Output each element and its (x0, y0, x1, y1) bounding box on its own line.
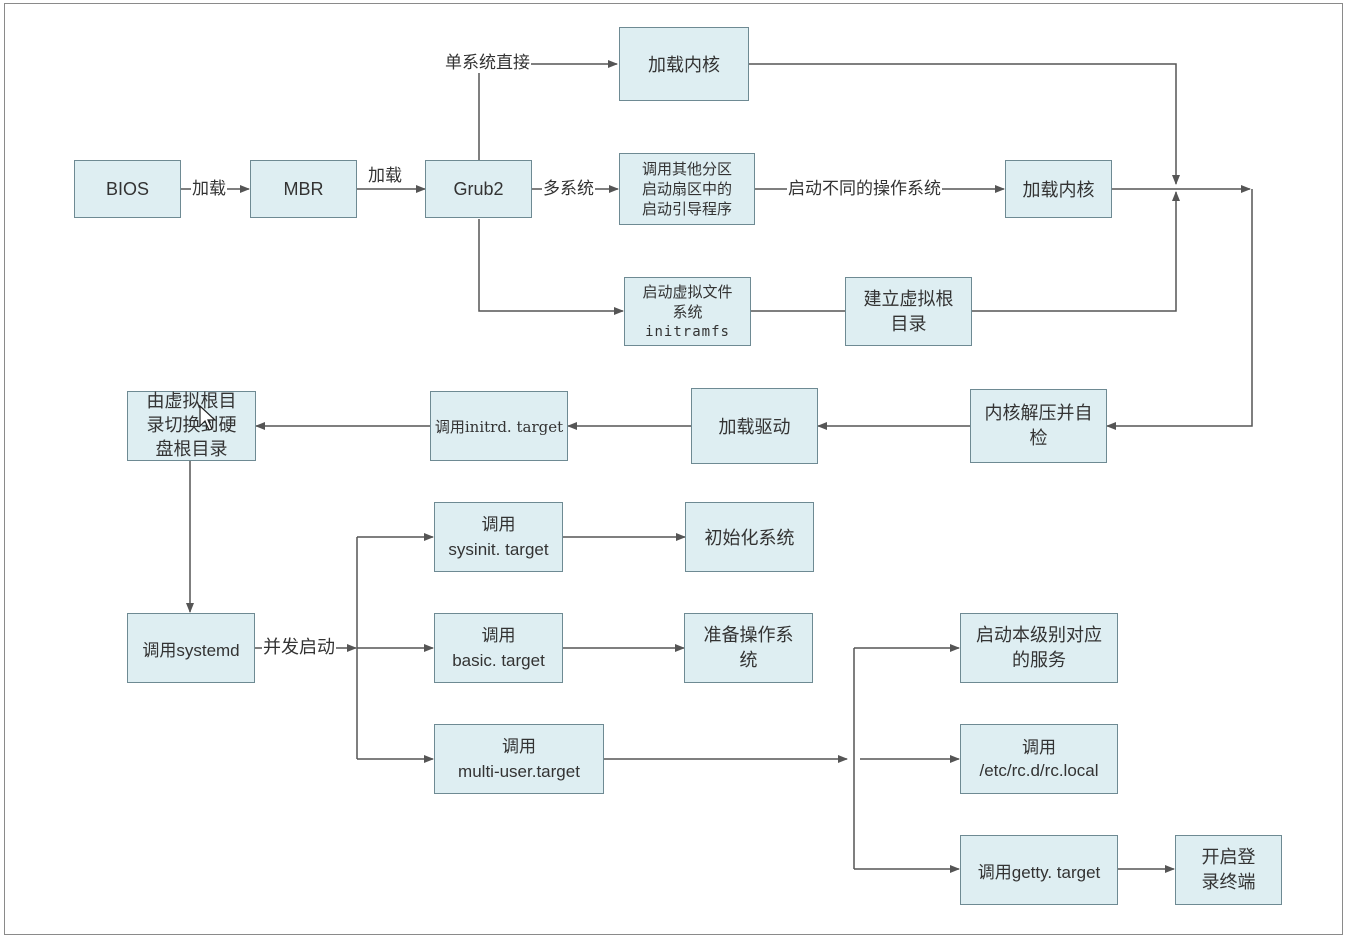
node-start-virtual-fs-line1: 启动虚拟文件 (642, 282, 733, 301)
node-build-virtual-root-line2: 目录 (890, 313, 927, 335)
label-multi-system: 多系统 (542, 179, 595, 199)
node-call-initrd-text: 调用initrd. target (434, 417, 564, 436)
node-call-systemd-text: 调用systemd (142, 640, 240, 660)
node-mbr: MBR (250, 160, 357, 218)
node-prepare-os-line1: 准备操作系 (703, 625, 794, 646)
node-kernel-decompress: 内核解压并自 检 (970, 389, 1107, 463)
edge-kernel-top-merge (749, 63, 1180, 185)
edge-to-decompress (1106, 189, 1253, 430)
node-open-login-line1: 开启登 (1201, 847, 1256, 868)
edge-grub-single (478, 60, 618, 160)
node-call-multiuser-line2: multi-user.target (458, 762, 580, 781)
label-bios-to-mbr: 加载 (191, 179, 227, 199)
node-bios: BIOS (74, 160, 181, 218)
node-start-virtual-fs: 启动虚拟文件 系统 initramfs (624, 277, 751, 346)
node-load-kernel-mid: 加载内核 (1005, 160, 1112, 218)
node-switch-root-line2: 录切换到硬 (146, 415, 237, 436)
node-call-other-partition-line2: 启动扇区中的 (641, 180, 732, 198)
node-start-virtual-fs-line3: initramfs (645, 323, 730, 340)
node-prepare-os: 准备操作系 统 (684, 613, 813, 683)
mouse-cursor-icon (199, 405, 217, 431)
node-switch-root-line3: 盘根目录 (155, 439, 228, 460)
node-grub2: Grub2 (425, 160, 532, 218)
label-concurrent-start: 并发启动 (262, 637, 336, 658)
node-load-drivers-text: 加载驱动 (718, 417, 791, 438)
node-start-level-services-line1: 启动本级别对应 (976, 625, 1102, 646)
node-call-multiuser: 调用 multi-user.target (434, 724, 604, 794)
node-call-multiuser-line1: 调用 (502, 737, 536, 756)
node-call-other-partition: 调用其他分区 启动扇区中的 启动引导程序 (619, 153, 755, 225)
node-load-drivers: 加载驱动 (691, 388, 818, 464)
edge-root-merge (972, 191, 1180, 312)
node-start-virtual-fs-line2: 系统 (672, 302, 703, 321)
node-load-kernel-top: 加载内核 (619, 27, 749, 101)
node-init-system: 初始化系统 (685, 502, 814, 572)
edge-grub-initramfs (478, 219, 624, 315)
node-load-kernel-mid-text: 加载内核 (1022, 180, 1095, 201)
node-init-system-text: 初始化系统 (704, 528, 795, 549)
node-grub2-text: Grub2 (453, 178, 504, 199)
node-open-login: 开启登 录终端 (1175, 835, 1282, 905)
node-call-getty-text: 调用getty. target (977, 862, 1101, 882)
label-start-different-os: 启动不同的操作系统 (787, 179, 942, 199)
node-call-basic: 调用 basic. target (434, 613, 563, 683)
node-call-sysinit-line1: 调用 (481, 515, 516, 534)
node-call-systemd: 调用systemd (127, 613, 255, 683)
node-call-initrd: 调用initrd. target (430, 391, 568, 461)
node-mbr-text: MBR (283, 178, 324, 199)
label-mbr-to-grub: 加载 (368, 166, 402, 186)
node-call-other-partition-line1: 调用其他分区 (641, 160, 732, 178)
node-bios-text: BIOS (105, 178, 149, 199)
node-call-sysinit: 调用 sysinit. target (434, 502, 563, 572)
node-start-level-services-line2: 的服务 (1012, 650, 1066, 671)
node-call-rc-local-line2: /etc/rc.d/rc.local (979, 761, 1099, 780)
node-call-sysinit-line2: sysinit. target (448, 540, 549, 559)
node-prepare-os-line2: 统 (739, 650, 758, 671)
node-build-virtual-root-line1: 建立虚拟根 (863, 288, 954, 310)
node-call-rc-local: 调用 /etc/rc.d/rc.local (960, 724, 1118, 794)
node-call-other-partition-line3: 启动引导程序 (641, 200, 732, 218)
label-single-system: 单系统直接 (444, 53, 531, 73)
node-switch-root: 由虚拟根目 录切换到硬 盘根目录 (127, 391, 256, 461)
node-open-login-line2: 录终端 (1201, 872, 1256, 893)
node-call-rc-local-line1: 调用 (1022, 738, 1056, 757)
node-kernel-decompress-line2: 检 (1029, 428, 1048, 449)
node-switch-root-line1: 由虚拟根目 (146, 391, 237, 412)
node-start-level-services: 启动本级别对应 的服务 (960, 613, 1118, 683)
node-call-basic-line1: 调用 (481, 626, 516, 645)
diagram-frame (4, 3, 1343, 935)
node-call-basic-line2: basic. target (452, 651, 545, 670)
node-build-virtual-root: 建立虚拟根 目录 (845, 277, 972, 346)
node-call-getty: 调用getty. target (960, 835, 1118, 905)
node-load-kernel-top-text: 加载内核 (648, 55, 720, 76)
node-kernel-decompress-line1: 内核解压并自 (984, 403, 1093, 424)
